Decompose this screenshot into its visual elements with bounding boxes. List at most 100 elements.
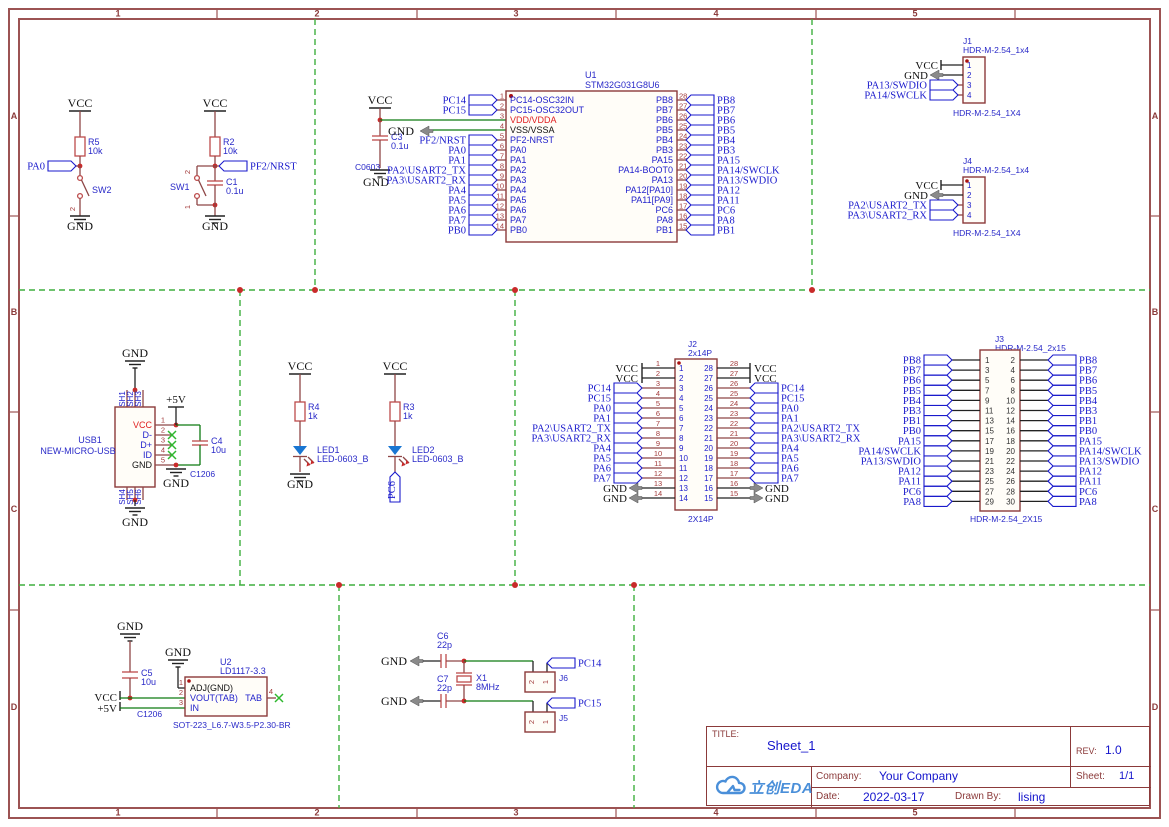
mcu-pin-name-PB6[interactable]: PB6 bbox=[656, 115, 673, 125]
net-flag-PC6[interactable] bbox=[1047, 485, 1077, 497]
rev-value[interactable]: 1.0 bbox=[1105, 743, 1122, 757]
ldo-pin-name[interactable]: ADJ(GND) bbox=[190, 683, 233, 693]
net-flag-PF2/NRST[interactable] bbox=[468, 134, 498, 146]
resistor-R4[interactable] bbox=[294, 401, 306, 422]
mcu-pin-name-PA7[interactable]: PA7 bbox=[510, 215, 526, 225]
net-flag-PA8[interactable] bbox=[685, 214, 715, 226]
header-ref-J2[interactable]: J2 bbox=[688, 339, 697, 349]
sheet-title[interactable]: Sheet_1 bbox=[767, 738, 816, 753]
mcu-pin-name-PA8[interactable]: PA8 bbox=[657, 215, 673, 225]
net-label-PA6[interactable]: PA6 bbox=[593, 464, 611, 475]
net-label-PA13/SWDIO[interactable]: PA13/SWDIO bbox=[1079, 457, 1140, 468]
header-footprint-J2[interactable]: 2X14P bbox=[688, 514, 714, 524]
jumper-body-J6[interactable] bbox=[524, 671, 556, 693]
net-flag-PB8[interactable] bbox=[923, 354, 953, 366]
net-label-PA8[interactable]: PA8 bbox=[903, 497, 921, 508]
mcu-pin-name-PA3[interactable]: PA3 bbox=[510, 175, 526, 185]
sheet-value[interactable]: 1/1 bbox=[1119, 770, 1135, 782]
net-flag-PA14/SWCLK[interactable] bbox=[685, 164, 715, 176]
company-value[interactable]: Your Company bbox=[879, 769, 958, 783]
net-flag-PB5[interactable] bbox=[685, 124, 715, 136]
net-flag-PA14/SWCLK[interactable] bbox=[923, 445, 953, 457]
switch-contact[interactable] bbox=[193, 174, 201, 182]
mcu-pin-name-PA15[interactable]: PA15 bbox=[652, 155, 673, 165]
usb-shield-SH4[interactable]: SH4 bbox=[118, 489, 127, 505]
mcu-pin-name-PA13[interactable]: PA13 bbox=[652, 175, 673, 185]
net-label-PF2/NRST[interactable]: PF2/NRST bbox=[419, 136, 466, 147]
net-label-PA13/SWDIO[interactable]: PA13/SWDIO bbox=[867, 81, 928, 92]
header-footprint-J3[interactable]: HDR-M-2.54_2X15 bbox=[970, 514, 1043, 524]
net-label-PC6[interactable]: PC6 bbox=[1079, 487, 1097, 498]
mcu-pin-name-PA6[interactable]: PA6 bbox=[510, 205, 526, 215]
net-label-PA12[interactable]: PA12 bbox=[898, 467, 921, 478]
mcu-ref[interactable]: U1 bbox=[585, 70, 597, 80]
net-flag-PC6[interactable] bbox=[923, 485, 953, 497]
res-val-R2[interactable]: 10k bbox=[223, 146, 238, 156]
net-label-PA15[interactable]: PA15 bbox=[1079, 436, 1102, 447]
net-label-PA4[interactable]: PA4 bbox=[781, 444, 799, 455]
mcu-pin-name-VSS/VSSA[interactable]: VSS/VSSA bbox=[510, 125, 555, 135]
net-label-PB8[interactable]: PB8 bbox=[717, 96, 735, 107]
net-label-PA2\USART2_TX[interactable]: PA2\USART2_TX bbox=[781, 424, 860, 435]
xtal-body[interactable] bbox=[456, 675, 472, 683]
mcu-pin-name-PB7[interactable]: PB7 bbox=[656, 105, 673, 115]
usb-pin-name-ID[interactable]: ID bbox=[143, 450, 153, 460]
res-val-R5[interactable]: 10k bbox=[88, 146, 103, 156]
cap-footprint-C5[interactable]: C1206 bbox=[137, 709, 162, 719]
res-ref-R3[interactable]: R3 bbox=[403, 402, 415, 412]
net-label-PA12[interactable]: PA12 bbox=[717, 186, 740, 197]
net-label-PB4[interactable]: PB4 bbox=[903, 396, 922, 407]
net-flag-PA1[interactable] bbox=[613, 412, 643, 424]
net-flag-PA1[interactable] bbox=[749, 412, 779, 424]
cap-val-C5[interactable]: 10u bbox=[141, 677, 156, 687]
ldo-body[interactable] bbox=[184, 676, 268, 717]
net-label-PA0[interactable]: PA0 bbox=[593, 404, 611, 415]
net-label-PF2/NRST[interactable]: PF2/NRST bbox=[250, 162, 297, 173]
net-label-PA0[interactable]: PA0 bbox=[448, 146, 466, 157]
net-flag-PA2\USART2_TX[interactable] bbox=[613, 422, 643, 434]
net-flag-PA12[interactable] bbox=[1047, 465, 1077, 477]
cap-val-C6[interactable]: 22p bbox=[437, 640, 452, 650]
net-flag-PB7[interactable] bbox=[1047, 364, 1077, 376]
cap-val-C7[interactable]: 22p bbox=[437, 683, 452, 693]
header-body-J1[interactable] bbox=[962, 56, 986, 104]
net-flag-PA12[interactable] bbox=[685, 184, 715, 196]
header-ref-J3[interactable]: J3 bbox=[995, 334, 1004, 344]
net-flag-PA15[interactable] bbox=[1047, 435, 1077, 447]
net-flag-PA5[interactable] bbox=[613, 452, 643, 464]
mcu-pin-name-PF2-NRST[interactable]: PF2-NRST bbox=[510, 135, 555, 145]
net-label-PB7[interactable]: PB7 bbox=[903, 366, 921, 377]
net-flag-PC15[interactable] bbox=[749, 392, 779, 404]
header-part-J3[interactable]: HDR-M-2.54_2x15 bbox=[995, 343, 1066, 353]
net-flag-PA12[interactable] bbox=[923, 465, 953, 477]
net-label-PA6[interactable]: PA6 bbox=[781, 464, 799, 475]
header-footprint-J4[interactable]: HDR-M-2.54_1X4 bbox=[953, 228, 1021, 238]
net-flag-PA13/SWDIO[interactable] bbox=[923, 455, 953, 467]
net-label-PA0[interactable]: PA0 bbox=[27, 162, 45, 173]
switch-blade[interactable] bbox=[197, 179, 207, 197]
net-flag-PA15[interactable] bbox=[923, 435, 953, 447]
res-val-R3[interactable]: 1k bbox=[403, 411, 413, 421]
usb-part[interactable]: NEW-MICRO-USB bbox=[40, 446, 115, 456]
led-part-LED2[interactable]: LED-0603_B bbox=[412, 454, 464, 464]
net-flag-PA6[interactable] bbox=[749, 462, 779, 474]
net-label-PC14[interactable]: PC14 bbox=[781, 384, 805, 395]
net-flag-PA3\USART2_RX[interactable] bbox=[468, 174, 498, 186]
drawn-by-value[interactable]: lising bbox=[1018, 790, 1046, 804]
mcu-pin-name-PB0[interactable]: PB0 bbox=[510, 225, 527, 235]
net-label-PA3\USART2_RX[interactable]: PA3\USART2_RX bbox=[386, 176, 466, 187]
net-label-PA1[interactable]: PA1 bbox=[593, 414, 611, 425]
res-val-R4[interactable]: 1k bbox=[308, 411, 318, 421]
cap-ref-C5[interactable]: C5 bbox=[141, 668, 153, 678]
mcu-pin-name-PA14-BOOT0[interactable]: PA14-BOOT0 bbox=[618, 165, 673, 175]
cap-val-C4[interactable]: 10u bbox=[211, 445, 226, 455]
net-flag-PA7[interactable] bbox=[468, 214, 498, 226]
usb-shield-SH3[interactable]: SH3 bbox=[134, 391, 143, 407]
net-flag-PC14[interactable] bbox=[468, 94, 498, 106]
net-flag-PA4[interactable] bbox=[613, 442, 643, 454]
mcu-pin-name-PB8[interactable]: PB8 bbox=[656, 95, 673, 105]
usb-shield-SH5[interactable]: SH5 bbox=[126, 489, 135, 505]
net-flag-PC6[interactable] bbox=[389, 471, 401, 503]
net-label-PC14[interactable]: PC14 bbox=[443, 96, 467, 107]
cap-ref-C1[interactable]: C1 bbox=[226, 177, 238, 187]
